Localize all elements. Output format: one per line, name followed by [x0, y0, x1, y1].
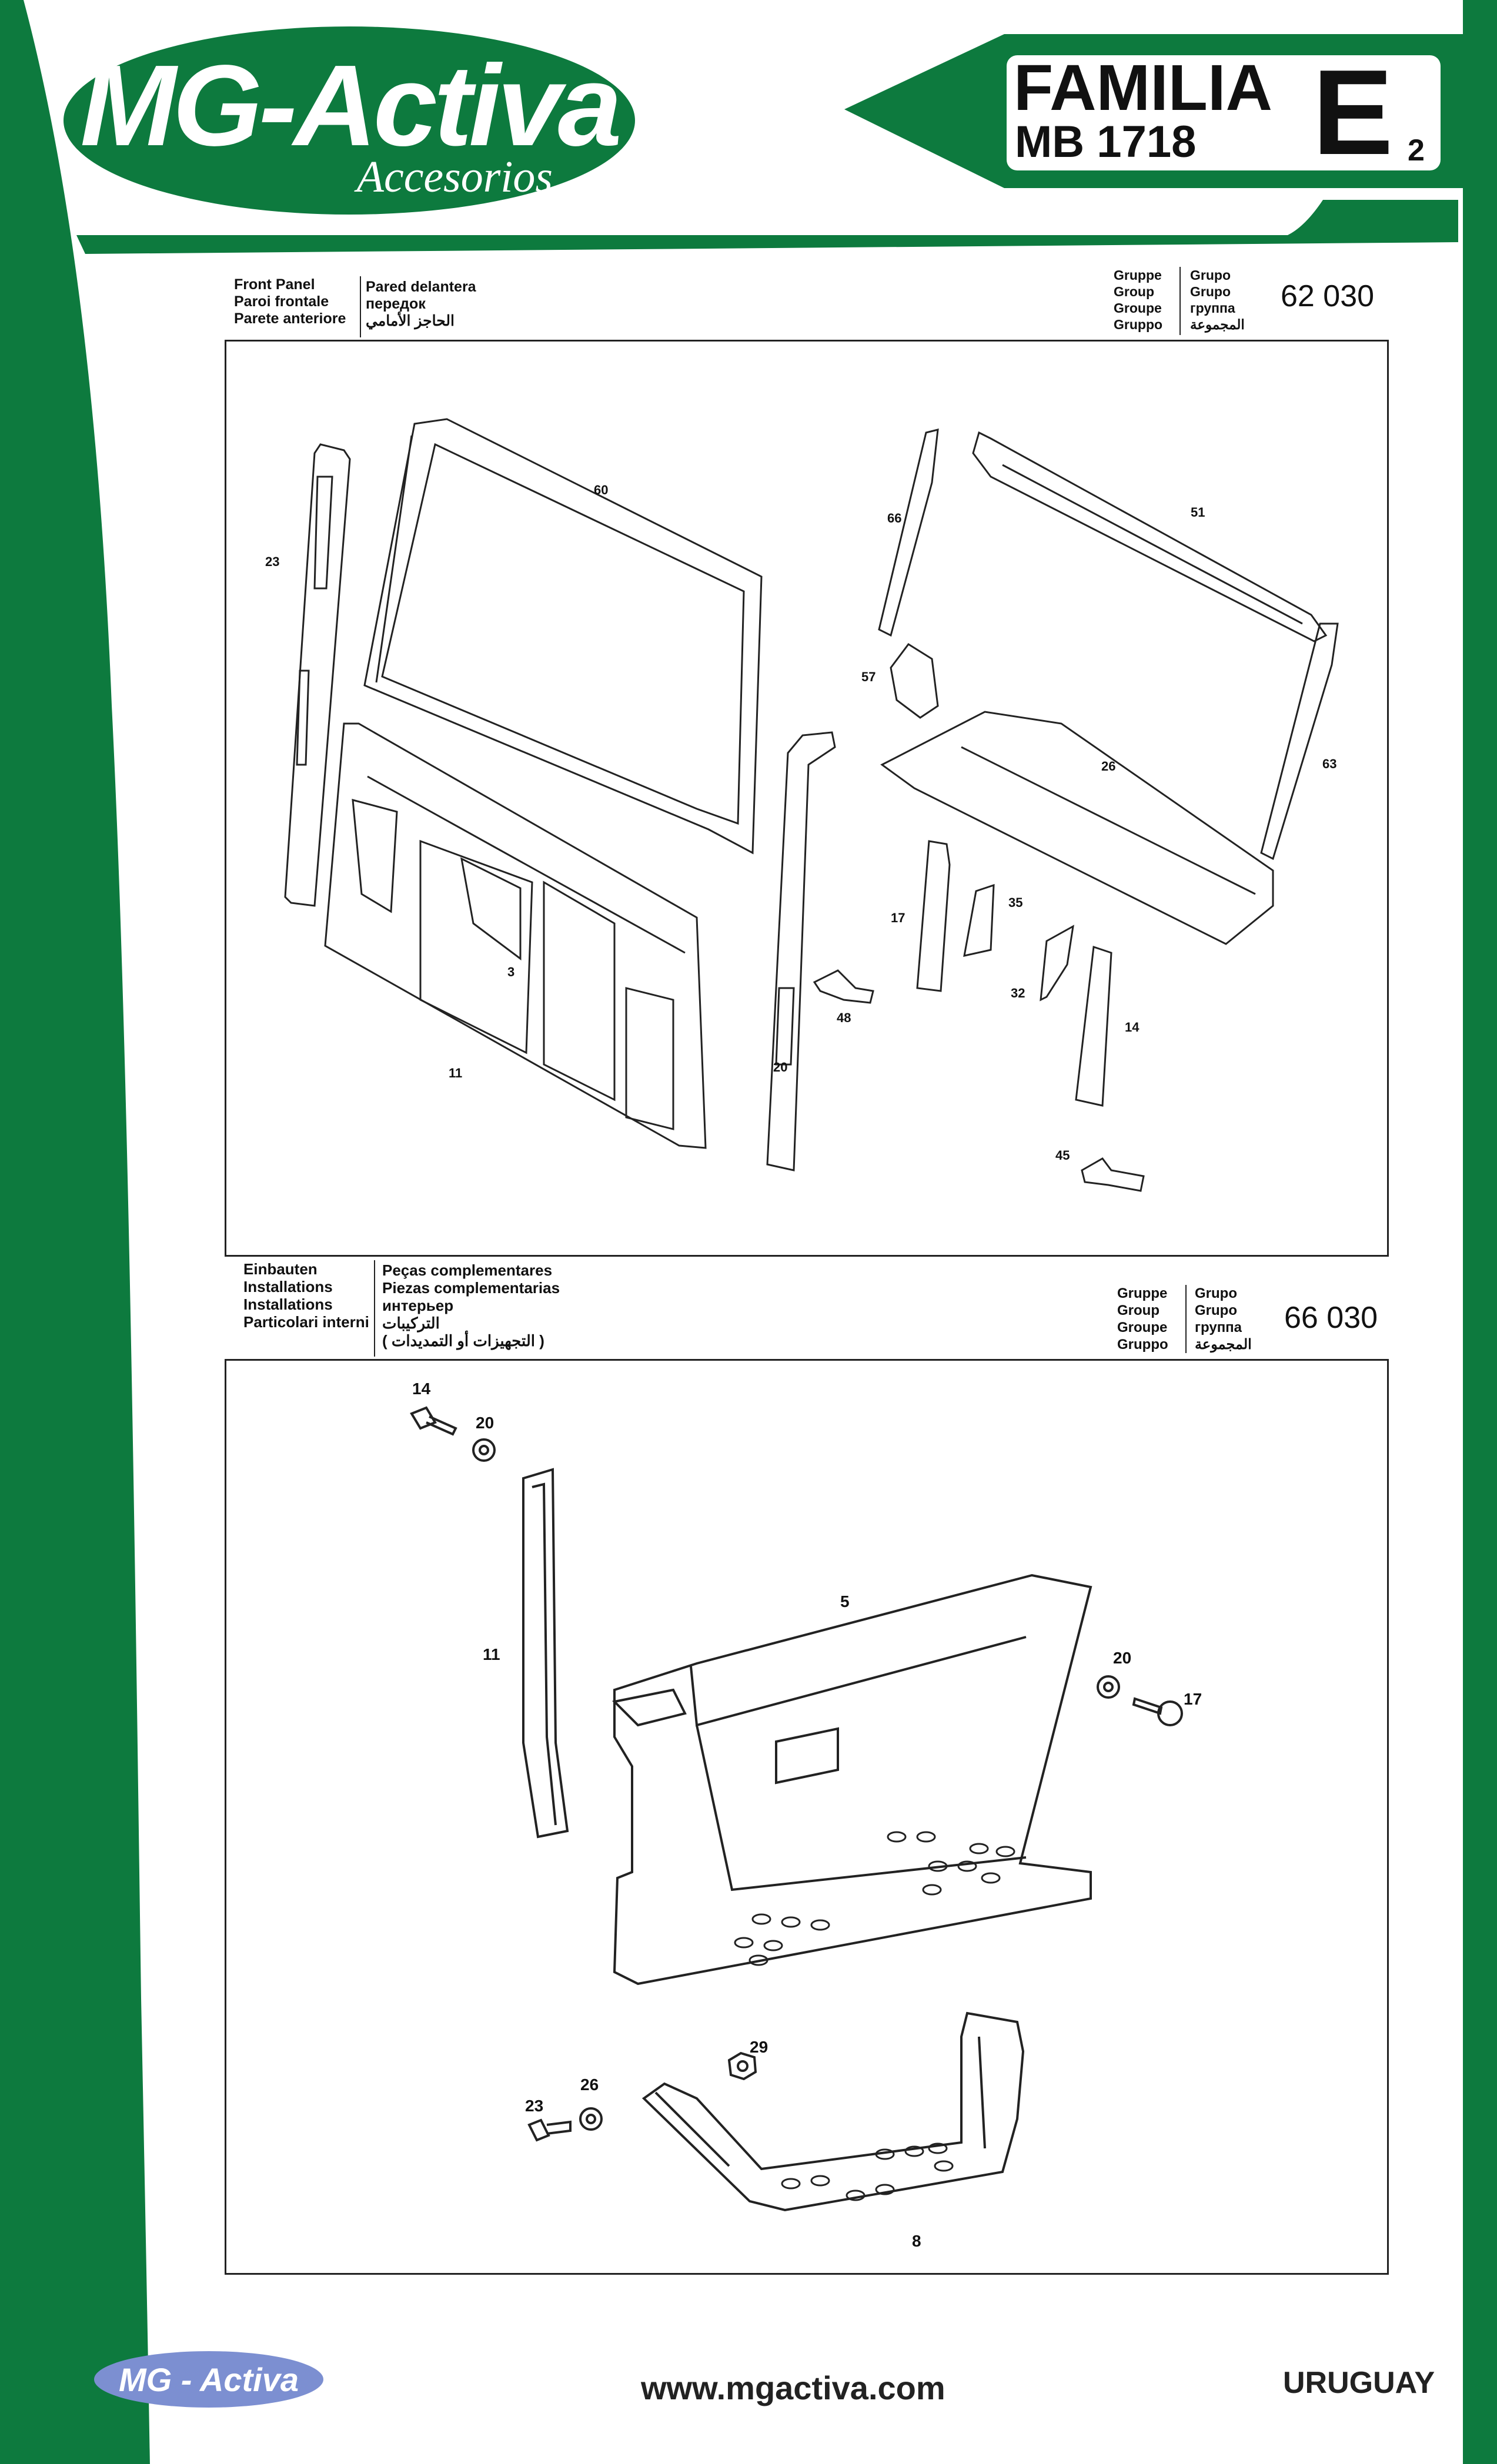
section2-names-es: Peças complementares Piezas complementar… [382, 1261, 560, 1350]
callout-32: 32 [1011, 986, 1025, 1000]
footer-url-link[interactable]: www.mgactiva.com [641, 2369, 945, 2406]
section1-group-words2: Grupo Grupo группа المجموعة [1190, 267, 1245, 332]
callout-26: 26 [1101, 759, 1116, 774]
part-26-washer [579, 2107, 603, 2131]
section1-group-words: Gruppe Group Groupe Gruppo [1114, 267, 1163, 332]
callout-23: 23 [525, 2097, 544, 2115]
part-35-bracket [963, 883, 995, 957]
front-panel-diagram: 60 23 11 20 66 51 57 26 63 17 35 32 48 1… [225, 340, 1389, 1257]
part-23-left-pillar [284, 443, 351, 907]
part-48-clip [813, 969, 874, 1004]
footer-country: URUGUAY [1283, 2366, 1435, 2400]
callout-48: 48 [837, 1010, 851, 1025]
part-11-strip [522, 1468, 569, 1839]
callout-8: 8 [912, 2232, 921, 2250]
section1-names-es: Pared delantera передок الحاجز الأمامي [366, 279, 476, 329]
callout-17: 17 [891, 910, 905, 925]
callout-17: 17 [1184, 1690, 1202, 1708]
callout-45: 45 [1055, 1148, 1070, 1163]
part-66-pillar [878, 428, 939, 637]
part-32-bracket [1040, 925, 1074, 1002]
familia-model: MB 1718 [1015, 117, 1197, 167]
callout-35: 35 [1008, 895, 1023, 910]
brand-logo[interactable]: MG-Activa Accesorios [64, 24, 635, 217]
callout-29: 29 [750, 2038, 768, 2056]
callout-23: 23 [265, 554, 280, 569]
section1-names-en: Front Panel Paroi frontale Parete anteri… [234, 276, 346, 327]
part-63-pillar [1260, 622, 1339, 861]
familia-sub: 2 [1408, 133, 1425, 168]
callout-11: 11 [483, 1645, 500, 1663]
part-45-clip [1081, 1157, 1145, 1192]
callout-60: 60 [594, 483, 609, 497]
section1-group-divider [1179, 267, 1181, 335]
part-20-right-pillar [766, 731, 836, 1171]
callout-51: 51 [1191, 505, 1205, 520]
part-8-lower-step [641, 2011, 1025, 2212]
footer-logo-text: MG - Activa [119, 2361, 299, 2398]
footer-logo[interactable]: MG - Activa [94, 2350, 323, 2409]
callout-63: 63 [1322, 756, 1337, 771]
section2-group-words: Gruppe Group Groupe Gruppo [1117, 1285, 1168, 1352]
part-51-crossmember [972, 431, 1328, 642]
section1-divider [360, 276, 361, 337]
part-20-washer [472, 1438, 496, 1462]
callout-26: 26 [580, 2075, 599, 2094]
callout-14: 14 [412, 1380, 431, 1398]
familia-title: FAMILIA [1014, 52, 1272, 124]
callout-20-right: 20 [1113, 1649, 1132, 1667]
section2-group-words2: Grupo Grupo группа المجموعة [1195, 1285, 1252, 1352]
section2-group-number: 66 030 [1284, 1301, 1378, 1335]
part-14-bolt [410, 1406, 457, 1436]
callout-66: 66 [887, 511, 902, 525]
part-17-bracket [916, 840, 951, 992]
callout-14: 14 [1125, 1020, 1140, 1035]
part-26-crossmember [880, 711, 1274, 945]
logo-sub-text: Accesorios [356, 152, 553, 202]
section1-group-number: 62 030 [1281, 279, 1375, 313]
part-14-bracket [1075, 945, 1112, 1107]
familia-badge: FAMILIA MB 1718 E 2 [1007, 45, 1441, 180]
familia-letter: E [1312, 45, 1394, 180]
callout-20: 20 [476, 1414, 494, 1432]
callout-11: 11 [449, 1066, 463, 1080]
callout-57: 57 [861, 669, 876, 684]
part-60-windshield-frame [363, 418, 763, 855]
part-29-nut [727, 2051, 757, 2081]
part-23-bolt [527, 2118, 572, 2142]
installations-diagram: 14 20 11 5 20 17 29 26 23 8 [225, 1359, 1389, 2275]
section2-names-en: Einbauten Installations Installations Pa… [243, 1260, 369, 1331]
section2-group-divider [1185, 1285, 1187, 1353]
part-5-step-box [612, 1574, 1092, 1986]
section2-divider [374, 1260, 375, 1357]
part-57-bracket [890, 642, 939, 719]
callout-5: 5 [840, 1592, 850, 1611]
part-20-washer-right [1097, 1675, 1120, 1699]
logo-main-text: MG-Activa [80, 41, 621, 170]
part-11-front-panel [324, 722, 707, 1149]
callout-3: 3 [507, 965, 515, 979]
callout-20: 20 [773, 1060, 788, 1074]
part-17-bolt-right [1132, 1697, 1183, 1726]
